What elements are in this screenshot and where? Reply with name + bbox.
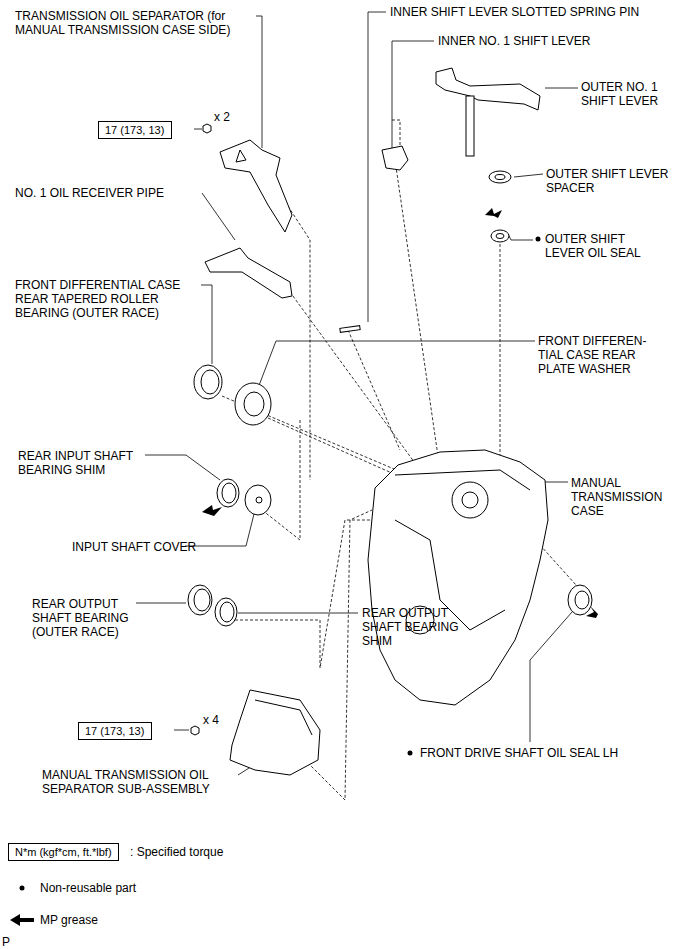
part-name: FRONT DRIVE SHAFT OIL SEAL LH xyxy=(420,746,618,760)
part-name: MANUAL TRANSMISSION OIL SEPARATOR SUB-AS… xyxy=(42,768,232,796)
torque-legend-box: N*m (kgf*cm, ft.*lbf) xyxy=(8,843,119,861)
part-name: REAR OUTPUT SHAFT BEARING (OUTER RACE) xyxy=(32,597,136,639)
quantity-note: x 2 xyxy=(214,110,230,124)
part-name: INNER NO. 1 SHIFT LEVER xyxy=(438,34,590,48)
part-name: NO. 1 OIL RECEIVER PIPE xyxy=(15,186,164,200)
part-name: OUTER NO. 1 SHIFT LEVER xyxy=(581,80,676,108)
torque-value: 17 (173, 13) xyxy=(105,123,165,137)
part-name: FRONT DIFFEREN- TIAL CASE REAR PLATE WAS… xyxy=(538,334,662,376)
part-name: INPUT SHAFT COVER xyxy=(72,540,196,554)
torque-value: N*m (kgf*cm, ft.*lbf) xyxy=(15,845,112,859)
quantity-note: x 4 xyxy=(203,713,219,727)
torque-box: 17 (173, 13) xyxy=(98,121,172,139)
torque-box: 17 (173, 13) xyxy=(78,722,152,740)
parts xyxy=(188,68,592,775)
legend-text: : Specified torque xyxy=(130,845,223,859)
part-name: TRANSMISSION OIL SEPARATOR (for MANUAL T… xyxy=(15,9,260,37)
grease-arrows xyxy=(10,208,598,926)
legend-text: Non-reusable part xyxy=(40,881,136,895)
part-name: REAR INPUT SHAFT BEARING SHIM xyxy=(18,449,144,477)
dashed-assembly-lines xyxy=(222,120,585,800)
legend-text: MP grease xyxy=(40,913,98,927)
page-mark: P xyxy=(2,935,10,949)
torque-value: 17 (173, 13) xyxy=(85,724,145,738)
part-name: FRONT DIFFERENTIAL CASE REAR TAPERED ROL… xyxy=(15,278,203,320)
part-name: OUTER SHIFT LEVER OIL SEAL xyxy=(545,232,651,260)
part-name: OUTER SHIFT LEVER SPACER xyxy=(546,167,671,195)
part-name: REAR OUTPUT SHAFT BEARING SHIM xyxy=(362,606,466,648)
non-reusable-bullets xyxy=(20,237,541,891)
leader-lines xyxy=(136,12,578,775)
part-name: INNER SHIFT LEVER SLOTTED SPRING PIN xyxy=(390,5,639,19)
part-name: MANUAL TRANSMISSION CASE xyxy=(571,476,671,518)
